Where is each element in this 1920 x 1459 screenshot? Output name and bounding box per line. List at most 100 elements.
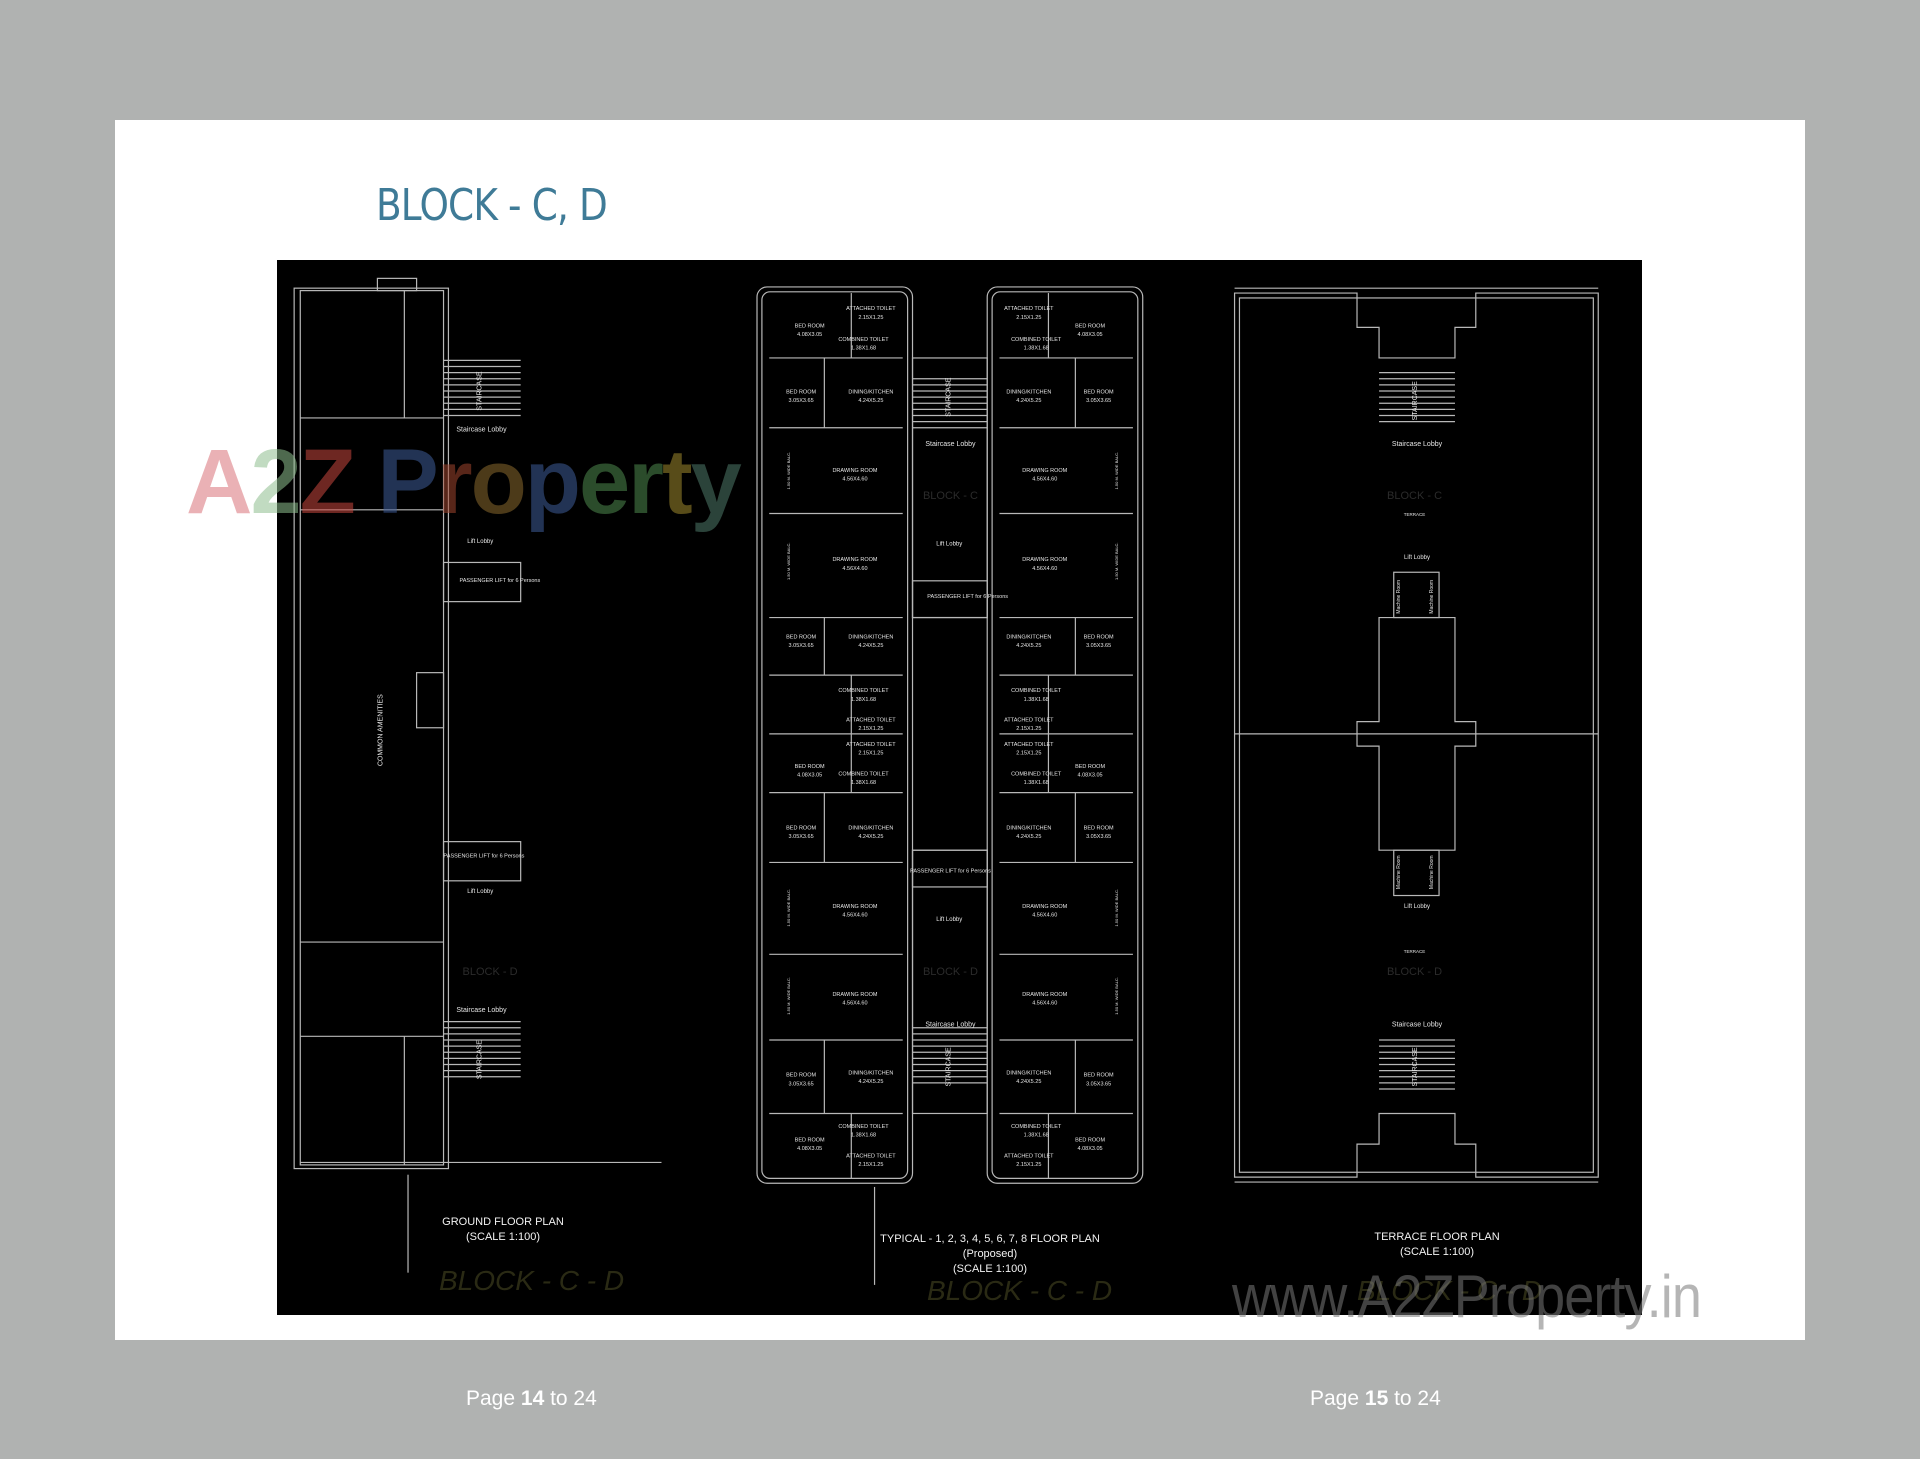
logo-letter: r (628, 431, 664, 533)
logo-letter: Z (299, 431, 356, 533)
machine-room (1393, 571, 1440, 619)
room-label: PASSENGER LIFT for 6 Persons (459, 578, 540, 584)
room-label: DINING/KITCHEN (1006, 1070, 1051, 1076)
room-label: STAIRCASE (1412, 1047, 1419, 1086)
room-label: Lift Lobby (1404, 904, 1430, 910)
room-label: TERRACE (1404, 949, 1426, 954)
url-watermark: www.A2ZProperty.in (1232, 1263, 1702, 1330)
logo-letter: o (470, 431, 527, 533)
logo-letter: y (690, 431, 742, 533)
page-current: 15 (1364, 1387, 1389, 1410)
page-number-left: Page 14 to 24 (466, 1387, 597, 1411)
room-label: STAIRCASE (945, 1047, 952, 1086)
page-total: to 24 (544, 1387, 597, 1410)
room-label: BED ROOM (786, 825, 816, 831)
balcony-label: 1.50 M. WIDE BALC. (1114, 452, 1119, 490)
room-size: 4.24X5.25 (1016, 398, 1041, 404)
room-size: 2.15X1.25 (858, 726, 883, 732)
room-label: Machine Room (1429, 855, 1435, 889)
lift-shaft (442, 561, 522, 603)
room-size: 2.15X1.25 (858, 315, 883, 321)
lift-shaft (911, 849, 988, 888)
room-label: COMMON AMENITIES (377, 694, 384, 766)
room-size: 3.05X3.65 (1086, 643, 1111, 649)
machine-room (1393, 849, 1440, 897)
block-watermark-terrace: BLOCK - C - D (1357, 1275, 1542, 1306)
page-current: 14 (520, 1387, 545, 1410)
room-label: DINING/KITCHEN (848, 1070, 893, 1076)
room-label: BED ROOM (1075, 764, 1105, 770)
logo-letter: p (524, 431, 581, 533)
logo-letter: P (377, 431, 438, 533)
page-number-right: Page 15 to 24 (1310, 1387, 1441, 1411)
room-label: Staircase Lobby (925, 441, 976, 448)
room-label: DRAWING ROOM (1022, 904, 1067, 910)
logo-letter: 2 (250, 431, 301, 533)
room-label: COMBINED TOILET (838, 772, 889, 778)
page-total: to 24 (1388, 1387, 1441, 1410)
room-size: 4.08X3.05 (797, 332, 822, 338)
room-size: 1.38X1.68 (851, 780, 876, 786)
terrace-plan-scale: (SCALE 1:100) (1400, 1246, 1474, 1258)
block-label: BLOCK - D (463, 966, 518, 978)
room-size: 2.15X1.25 (1016, 1162, 1041, 1168)
logo-letter (354, 430, 378, 535)
room-label: ATTACHED TOILET (1004, 306, 1054, 312)
room-size: 4.56X4.60 (842, 566, 867, 572)
room-label: Machine Room (1396, 580, 1402, 614)
room-size: 4.56X4.60 (1032, 1000, 1057, 1006)
room-label: COMBINED TOILET (1011, 772, 1062, 778)
room-size: 4.24X5.25 (858, 398, 883, 404)
balcony-label: 1.50 M. WIDE BALC. (1114, 977, 1119, 1015)
room-size: 4.08X3.05 (1078, 773, 1103, 779)
room-label: BED ROOM (795, 764, 825, 770)
room-label: DRAWING ROOM (832, 904, 877, 910)
typical-plan-proposed: (Proposed) (963, 1248, 1017, 1260)
logo-letter: e (578, 431, 630, 533)
room-label: DRAWING ROOM (832, 992, 877, 998)
room-size: 4.56X4.60 (1032, 912, 1057, 918)
room-label: BED ROOM (1084, 634, 1114, 640)
logo-letter: A (186, 431, 252, 533)
room-label: DINING/KITCHEN (848, 825, 893, 831)
room-size: 2.15X1.25 (1016, 315, 1041, 321)
room-size: 4.56X4.60 (842, 1000, 867, 1006)
tower-outline (756, 286, 914, 1184)
room-size: 4.24X5.25 (858, 834, 883, 840)
balcony-label: 1.50 M. WIDE BALC. (1114, 542, 1119, 580)
room-size: 4.08X3.05 (1078, 332, 1103, 338)
room-label: ATTACHED TOILET (846, 306, 896, 312)
balcony-label: 1.50 M. WIDE BALC. (786, 977, 791, 1015)
room-size: 4.08X3.05 (797, 1146, 822, 1152)
room-size: 4.56X4.60 (842, 912, 867, 918)
room-label: DRAWING ROOM (1022, 992, 1067, 998)
room-label: COMBINED TOILET (1011, 688, 1062, 694)
room-label: STAIRCASE (476, 1040, 483, 1079)
room-label: Machine Room (1429, 580, 1435, 614)
room-label: DRAWING ROOM (1022, 557, 1067, 563)
room-label: DINING/KITCHEN (848, 634, 893, 640)
room-label: ATTACHED TOILET (1004, 718, 1054, 724)
room-label: DRAWING ROOM (832, 468, 877, 474)
room-label: Lift Lobby (467, 889, 493, 895)
page-prefix: Page (466, 1387, 521, 1410)
room-label: PASSENGER LIFT for 6 Persons (910, 868, 991, 874)
ground-plan-scale: (SCALE 1:100) (466, 1231, 540, 1243)
balcony-label: 1.50 M. WIDE BALC. (786, 542, 791, 580)
room-label: BED ROOM (795, 323, 825, 329)
room-label: BED ROOM (1084, 825, 1114, 831)
room-label: STAIRCASE (945, 377, 952, 416)
room-size: 4.24X5.25 (858, 643, 883, 649)
room-size: 1.38X1.68 (851, 697, 876, 703)
room-size: 2.15X1.25 (858, 1162, 883, 1168)
room-size: 3.05X3.65 (789, 834, 814, 840)
room-label: PASSENGER LIFT for 6 Persons (927, 594, 1008, 600)
room-label: STAIRCASE (1412, 381, 1419, 420)
terrace-outline (1233, 292, 1599, 1178)
room-label: COMBINED TOILET (838, 1124, 889, 1130)
room-size: 4.24X5.25 (1016, 1079, 1041, 1085)
tower-outline (986, 286, 1144, 1184)
ground-projection (376, 277, 418, 292)
room-label: DINING/KITCHEN (1006, 634, 1051, 640)
